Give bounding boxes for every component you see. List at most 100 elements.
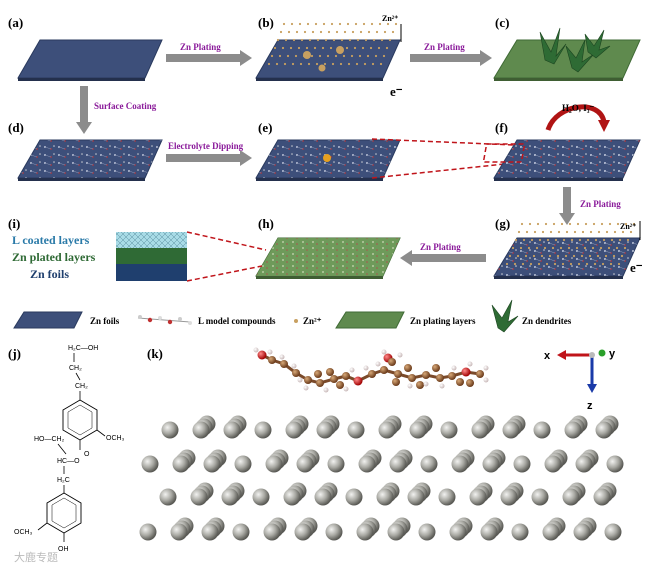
zn-atom — [254, 421, 272, 439]
zn-atom — [469, 488, 487, 506]
carbon-atom — [380, 366, 388, 374]
zn-ion-dot — [385, 46, 389, 50]
zn-atom — [170, 523, 188, 541]
hydrogen-atom — [297, 377, 303, 383]
hydrogen-atom — [439, 383, 445, 389]
release-arrow-head — [598, 120, 610, 132]
zn-atom — [542, 523, 560, 541]
panel-a: (a) — [8, 15, 163, 81]
zn-ion-dot — [283, 62, 287, 66]
arrow-head — [480, 50, 492, 66]
zn-ion-dot — [561, 262, 565, 266]
carbon-atom — [292, 369, 300, 377]
zn-ion-dot — [616, 222, 620, 226]
zn-plating-plate — [493, 39, 641, 79]
zn-ion-dot — [276, 38, 280, 42]
carbon-atom — [394, 370, 402, 378]
zn-ion-dot — [362, 22, 366, 26]
carbon-atom — [304, 376, 312, 384]
carbon-atom — [368, 370, 376, 378]
zn-atom — [141, 455, 159, 473]
zn-atom — [252, 488, 270, 506]
zn-ion-dot — [617, 262, 621, 266]
zn-atom — [314, 488, 332, 506]
carbon-atom — [268, 356, 276, 364]
zn-ion-dot — [326, 54, 330, 58]
zn-atom — [192, 421, 210, 439]
zn-foil-plate — [255, 39, 401, 79]
arrow-a-to-b: Zn Plating — [166, 42, 252, 66]
chem-ch2-2: CH₂ — [75, 383, 88, 390]
zn-ion-dot — [567, 246, 571, 250]
zn-ion-dot — [528, 222, 532, 226]
zn-ion-dot — [589, 230, 593, 234]
legend-zn-foil-swatch — [13, 311, 83, 329]
zn-ion-dot — [318, 54, 322, 58]
zn-atom — [203, 455, 221, 473]
carbon-atom — [448, 372, 456, 380]
zn-ion-dot — [388, 38, 392, 42]
arrow-shaft — [410, 54, 480, 62]
arrow-label-surface-coating: Surface Coating — [94, 101, 157, 111]
oxygen-atom — [353, 376, 363, 386]
zn-ion-dot — [602, 238, 606, 242]
zn-ion-dot — [585, 262, 589, 266]
zn-ion-dot — [594, 238, 598, 242]
zn-dendrite-icon — [584, 29, 611, 59]
zn-ion-dot — [383, 30, 387, 34]
zn-ion-dot — [375, 30, 379, 34]
zn-ion-dot — [601, 262, 605, 266]
zn-ion-dot — [303, 30, 307, 34]
zoom-lines-h-to-i — [186, 231, 267, 282]
zn-ion-dot — [361, 46, 365, 50]
zn-ion-dot — [549, 230, 553, 234]
zn-ion-dot — [350, 54, 354, 58]
zn-ion-dot — [295, 30, 299, 34]
zn-ion-dot — [330, 22, 334, 26]
arrow-d-to-e: Electrolyte Dipping — [166, 141, 252, 166]
zn-ion-dot — [379, 62, 383, 66]
arrow-shaft — [166, 54, 240, 62]
zn-ion-dot — [623, 246, 627, 250]
zn-ion-dot — [279, 30, 283, 34]
zn-ion-dot — [327, 30, 331, 34]
zn-ion-dot — [332, 38, 336, 42]
zn-atom — [480, 523, 498, 541]
panel-k-label: (k) — [147, 346, 163, 361]
carbon-atom — [456, 378, 464, 386]
zn-ion-dot — [315, 62, 319, 66]
layer-label-plated: Zn plated layers — [12, 250, 96, 264]
zn-ion-dot — [599, 246, 603, 250]
zn-atom — [438, 488, 456, 506]
zn-ion-dot — [391, 30, 395, 34]
zn-atom — [356, 523, 374, 541]
zn-ion-dot — [572, 254, 576, 258]
arrow-head — [76, 122, 92, 134]
legend-l-model: L model compounds — [198, 316, 276, 326]
carbon-atom — [388, 358, 396, 366]
carbon-atom — [432, 364, 440, 372]
panel-g: (g) Zn²⁺ e⁻ — [493, 216, 643, 279]
zn-nucleus — [303, 51, 311, 59]
carbon-atom — [326, 368, 334, 376]
arrow-head — [240, 50, 252, 66]
zn-ion-dot — [351, 30, 355, 34]
zn-ion-dot — [359, 30, 363, 34]
zn-ion-dot — [613, 230, 617, 234]
zn-atom — [451, 455, 469, 473]
zn-atom — [544, 455, 562, 473]
zn-ion-dot — [621, 230, 625, 234]
zn-ion-dot — [338, 22, 342, 26]
oxygen-atom — [461, 367, 471, 377]
chem-ch2-1: CH₂ — [69, 365, 82, 372]
arrow-shaft — [412, 254, 486, 262]
chem-och3-1: OCH₃ — [106, 435, 125, 442]
zn-ion-dot — [609, 262, 613, 266]
zn-ion-dot — [554, 238, 558, 242]
zn-atom — [562, 488, 580, 506]
carbon-atom — [316, 379, 324, 387]
zn-ion-dot — [355, 62, 359, 66]
zn-ion-dot — [311, 30, 315, 34]
plate-edge — [256, 178, 383, 181]
zn-ion-dot — [576, 222, 580, 226]
